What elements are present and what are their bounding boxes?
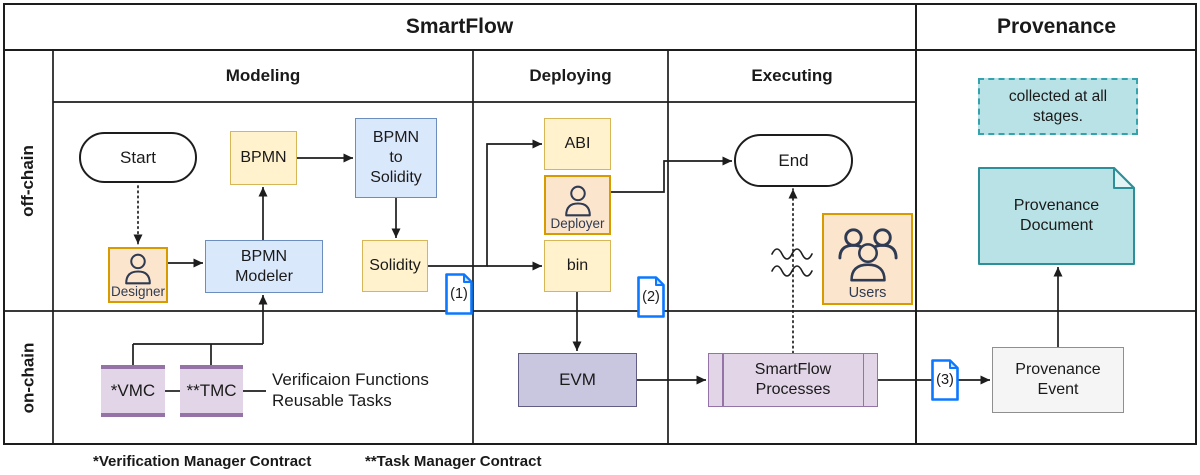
footnote-vmc: *Verification Manager Contract: [93, 453, 312, 470]
provenance-document-node: Provenance Document: [978, 167, 1135, 265]
collected-note: collected at all stages.: [978, 78, 1138, 135]
flow-solidity-to-abi: [428, 139, 542, 267]
break-mark-1: [771, 248, 813, 260]
lane-on-chain-label: on-chain: [18, 342, 37, 414]
start-node: Start: [79, 132, 197, 183]
phase-modeling: Modeling: [225, 66, 301, 85]
process-bar: [722, 354, 724, 406]
users-actor: Users: [822, 213, 913, 305]
bpmn-modeler-node: BPMN Modeler: [205, 240, 323, 293]
tmc-contract-node: **TMC: [180, 365, 243, 417]
document-icon: [978, 167, 1135, 265]
flow-deployer-to-end: [611, 156, 732, 193]
provenance-document-label: Provenance Document: [1013, 197, 1100, 234]
designer-label: Designer: [110, 284, 166, 300]
note-2: (2): [637, 276, 665, 318]
provenance-event-node: Provenance Event: [992, 347, 1124, 413]
users-label: Users: [848, 285, 887, 302]
header-smartflow: SmartFlow: [405, 14, 514, 38]
swimlane-grid: [3, 3, 1197, 445]
solidity-node: Solidity: [362, 240, 428, 292]
note-document-icon: [445, 273, 473, 315]
vmc-contract-node: *VMC: [101, 365, 165, 417]
abi-node: ABI: [544, 118, 611, 170]
note-document-icon: [637, 276, 665, 318]
phase-executing: Executing: [751, 66, 833, 85]
flow-contracts-junction: [132, 343, 263, 365]
end-node: End: [734, 134, 853, 187]
person-icon: [564, 185, 591, 217]
person-icon: [125, 253, 151, 285]
lane-off-chain: off-chain: [3, 50, 53, 311]
reusable-annotation: Verificaion Functions Reusable Tasks: [272, 370, 429, 410]
footnote-tmc: **Task Manager Contract: [365, 453, 542, 470]
smartflow-processes-node: SmartFlow Processes: [708, 353, 878, 407]
deployer-label: Deployer: [550, 216, 605, 232]
deployer-actor: Deployer: [544, 175, 611, 235]
note-1-label: (1): [450, 286, 468, 302]
evm-node: EVM: [518, 353, 637, 407]
users-group-icon: [837, 228, 898, 282]
flow-arrows: [132, 139, 1063, 392]
bin-node: bin: [544, 240, 611, 292]
note-document-icon: [931, 359, 959, 401]
break-mark-2: [771, 265, 813, 277]
smartflow-processes-label: SmartFlow Processes: [754, 361, 832, 398]
lane-off-chain-label: off-chain: [18, 144, 37, 217]
note-2-label: (2): [642, 289, 660, 305]
bpmn-node: BPMN: [230, 131, 297, 185]
bpmn-to-solidity-node: BPMN to Solidity: [355, 118, 437, 198]
designer-actor: Designer: [108, 247, 168, 303]
phase-deploying: Deploying: [529, 66, 612, 85]
header-provenance: Provenance: [996, 14, 1117, 38]
note-3: (3): [931, 359, 959, 401]
lane-on-chain: on-chain: [3, 311, 53, 445]
note-1: (1): [445, 273, 473, 315]
process-bar: [862, 354, 864, 406]
note-3-label: (3): [936, 372, 954, 388]
